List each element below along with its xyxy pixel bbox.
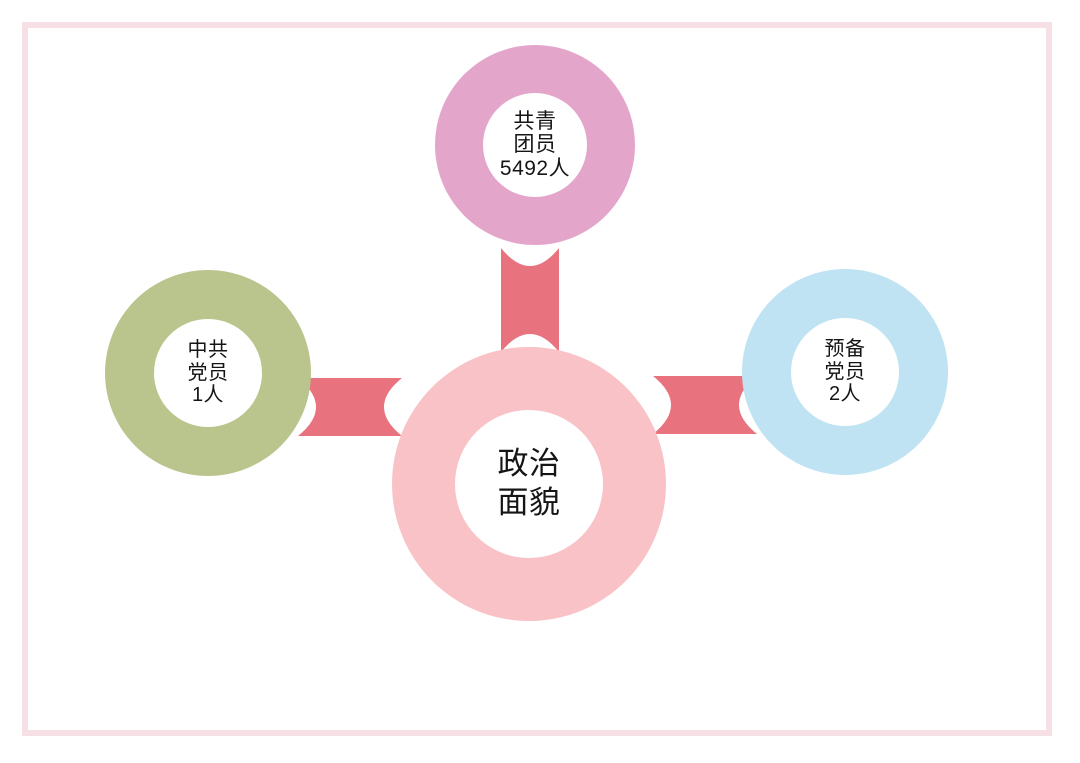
node-top-line-3: 5492人 [499,156,571,180]
node-top-line-1: 共青 [513,109,557,133]
node-left-inner: 中共 党员 1人 [154,319,262,427]
node-center-line-1: 政治 [497,446,561,482]
node-top-line-2: 团员 [513,133,557,157]
node-cpc-member[interactable]: 中共 党员 1人 [105,270,311,476]
node-probationary-member[interactable]: 预备 党员 2人 [742,269,948,475]
connector-center-to-left [298,372,402,442]
node-center-inner: 政治 面貌 [455,410,603,558]
node-right-line-1: 预备 [824,338,866,361]
node-right-inner: 预备 党员 2人 [791,318,899,426]
node-top-inner: 共青 团员 5492人 [483,93,587,197]
node-left-line-1: 中共 [187,339,229,362]
node-center-line-2: 面貌 [497,485,561,520]
node-right-line-3: 2人 [828,383,862,406]
connector-center-to-right [653,370,757,440]
node-youth-league-member[interactable]: 共青 团员 5492人 [435,45,635,245]
node-left-line-2: 党员 [187,361,229,384]
node-right-line-2: 党员 [824,360,866,383]
node-political-status[interactable]: 政治 面貌 [392,347,666,621]
node-left-line-3: 1人 [191,384,225,407]
connector-center-to-top [495,248,565,352]
